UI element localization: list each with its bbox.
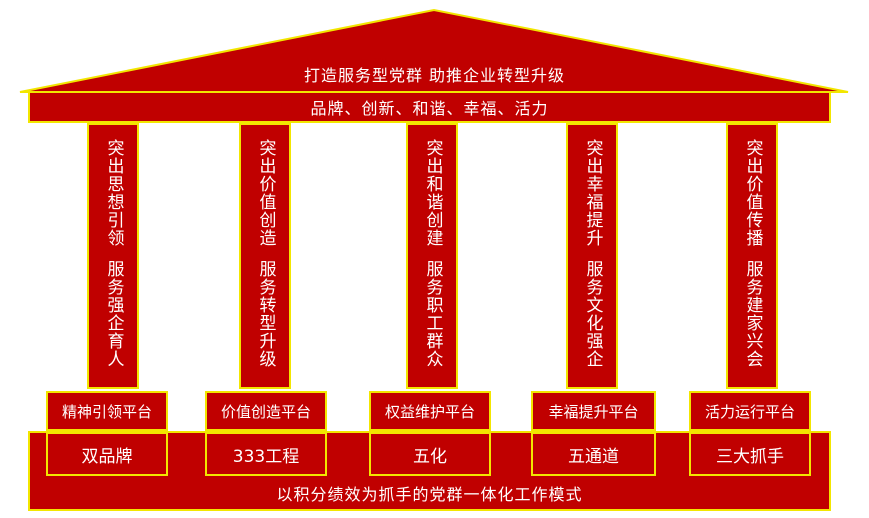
pillar-3: 突出和谐创建 服务职工群众 — [406, 123, 458, 389]
platform-4-label: 幸福提升平台 — [548, 402, 639, 421]
platform-2-label: 价值创造平台 — [220, 402, 311, 421]
beam-values: 品牌、创新、和谐、幸福、活力 — [28, 91, 831, 123]
beam-values-text: 品牌、创新、和谐、幸福、活力 — [310, 99, 549, 118]
pillar-5: 突出价值传播 服务建家兴会 — [726, 123, 778, 389]
pillar-4-text: 突出幸福提升 服务文化强企 — [582, 139, 603, 368]
platform-2: 价值创造平台 — [205, 391, 327, 431]
pillar-3-text: 突出和谐创建 服务职工群众 — [422, 139, 443, 368]
roof-title: 打造服务型党群 助推企业转型升级 — [303, 66, 566, 85]
mode-3-text: 五化 — [413, 446, 447, 467]
pillar-1-text: 突出思想引领 服务强企育人 — [103, 139, 124, 368]
mode-2-text: 333工程 — [232, 446, 300, 467]
platform-3: 权益维护平台 — [369, 391, 491, 431]
platform-1: 精神引领平台 — [46, 391, 168, 431]
pillar-1: 突出思想引领 服务强企育人 — [87, 123, 139, 389]
mode-box-1: 双品牌 — [46, 432, 168, 476]
mode-box-2: 333工程 — [205, 432, 327, 476]
pillar-4: 突出幸福提升 服务文化强企 — [566, 123, 618, 389]
pillar-2: 突出价值创造 服务转型升级 — [239, 123, 291, 389]
mode-box-4: 五通道 — [531, 432, 656, 476]
mode-box-5: 三大抓手 — [689, 432, 811, 476]
pillar-5-text: 突出价值传播 服务建家兴会 — [742, 139, 763, 368]
platform-1-label: 精神引领平台 — [61, 402, 152, 421]
mode-4-text: 五通道 — [568, 446, 619, 467]
platform-5: 活力运行平台 — [689, 391, 811, 431]
pillar-2-text: 突出价值创造 服务转型升级 — [255, 139, 276, 368]
platform-5-label: 活力运行平台 — [704, 402, 795, 421]
mode-5-text: 三大抓手 — [716, 446, 784, 467]
mode-1-text: 双品牌 — [81, 446, 133, 467]
platform-4: 幸福提升平台 — [531, 391, 656, 431]
mode-box-3: 五化 — [369, 432, 491, 476]
platform-3-label: 权益维护平台 — [384, 402, 475, 421]
foundation-caption: 以积分绩效为抓手的党群一体化工作模式 — [276, 485, 583, 504]
